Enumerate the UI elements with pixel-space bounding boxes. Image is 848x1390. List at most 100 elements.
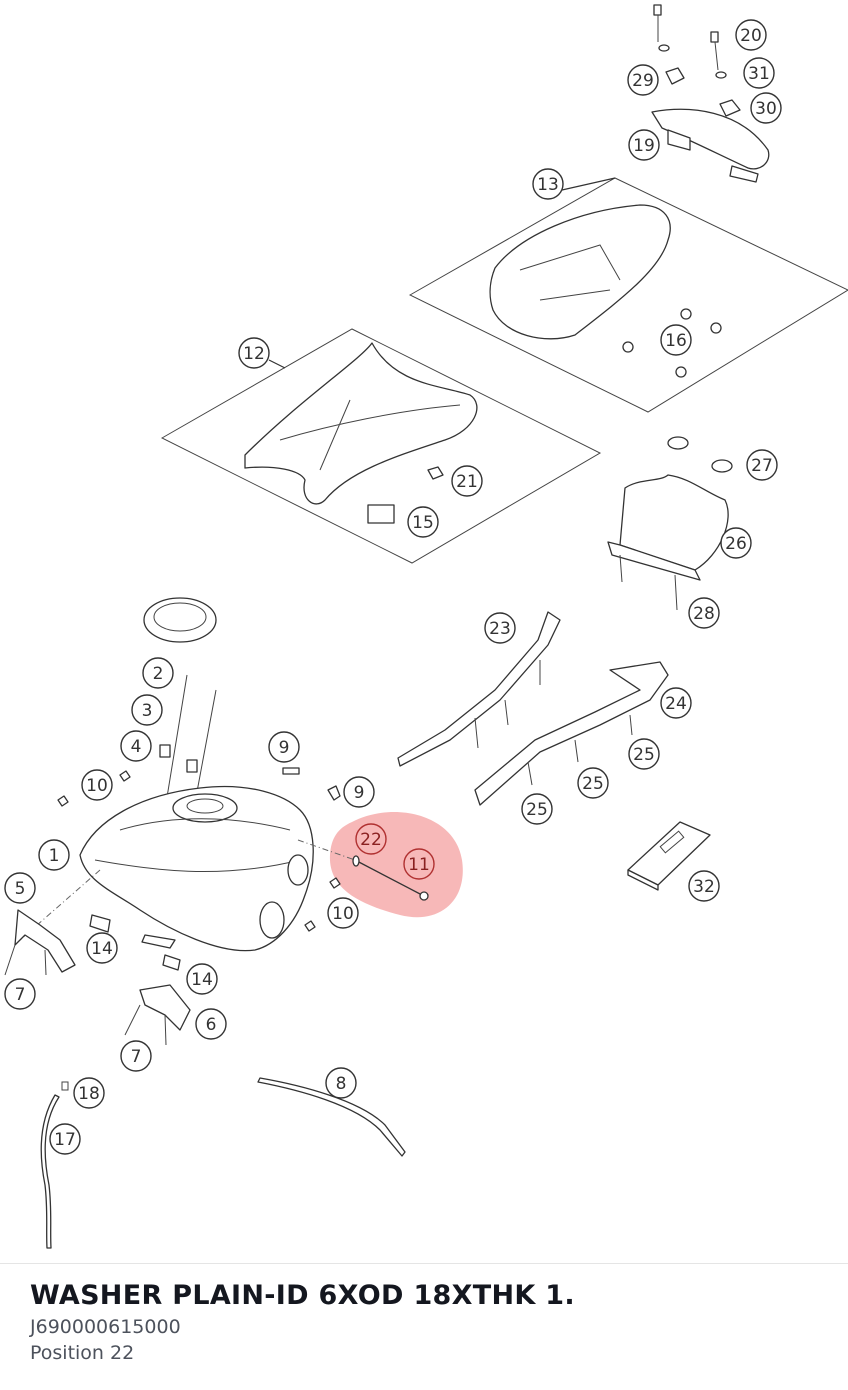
callout-circle (735, 19, 767, 51)
callout-label: 15 (412, 513, 434, 533)
callout-label: 10 (86, 776, 108, 796)
callout-20[interactable]: 20 (735, 19, 767, 51)
callout-circle (238, 337, 270, 369)
callout-23[interactable]: 23 (484, 612, 516, 644)
callout-label: 9 (354, 783, 365, 803)
callout-7[interactable]: 7 (120, 1040, 152, 1072)
callout-5[interactable]: 5 (4, 872, 36, 904)
callout-6[interactable]: 6 (195, 1008, 227, 1040)
callout-label: 26 (725, 534, 747, 554)
callout-label: 4 (131, 737, 142, 757)
callout-31[interactable]: 31 (743, 57, 775, 89)
callout-label: 2 (153, 664, 164, 684)
callout-label: 32 (693, 877, 715, 897)
callout-14[interactable]: 14 (186, 963, 218, 995)
callout-label: 10 (332, 904, 354, 924)
callout-circle (86, 932, 118, 964)
mounting-brackets (4, 869, 191, 1046)
callout-2[interactable]: 2 (142, 657, 174, 689)
callout-circle (743, 57, 775, 89)
callout-label: 11 (408, 855, 430, 875)
callout-7[interactable]: 7 (4, 978, 36, 1010)
callout-28[interactable]: 28 (688, 597, 720, 629)
callout-circle (4, 978, 36, 1010)
callout-26[interactable]: 26 (720, 527, 752, 559)
callout-circle (627, 64, 659, 96)
callout-circle (750, 92, 782, 124)
callout-label: 25 (526, 800, 548, 820)
callout-circle (628, 129, 660, 161)
callout-16[interactable]: 16 (660, 324, 692, 356)
callout-circle (4, 872, 36, 904)
callout-label: 22 (360, 830, 382, 850)
callout-label: 25 (633, 745, 655, 765)
part-info-panel: WASHER PLAIN-ID 6XOD 18XTHK 1. J69000061… (30, 1278, 830, 1366)
callout-24[interactable]: 24 (660, 687, 692, 719)
callout-22[interactable]: 22 (355, 823, 387, 855)
callout-10[interactable]: 10 (81, 769, 113, 801)
callout-label: 28 (693, 604, 715, 624)
callout-17[interactable]: 17 (49, 1123, 81, 1155)
callout-19[interactable]: 19 (628, 129, 660, 161)
callout-label: 17 (54, 1130, 76, 1150)
callout-circle (325, 1067, 357, 1099)
callout-label: 24 (665, 694, 687, 714)
rubber-strip (257, 1077, 406, 1157)
callout-30[interactable]: 30 (750, 92, 782, 124)
callout-3[interactable]: 3 (131, 694, 163, 726)
callout-10[interactable]: 10 (327, 897, 359, 929)
callout-4[interactable]: 4 (120, 730, 152, 762)
leader-lines (268, 177, 616, 369)
callout-25[interactable]: 25 (521, 793, 553, 825)
callout-21[interactable]: 21 (451, 465, 483, 497)
callout-label: 25 (582, 774, 604, 794)
callout-circle (407, 506, 439, 538)
callout-1[interactable]: 1 (38, 839, 70, 871)
tank-cover (607, 436, 733, 611)
info-divider (0, 1263, 848, 1264)
callout-9[interactable]: 9 (268, 731, 300, 763)
callout-circle (746, 449, 778, 481)
callout-circle (268, 731, 300, 763)
callout-label: 27 (751, 456, 773, 476)
callout-circle (688, 597, 720, 629)
callout-circle (484, 612, 516, 644)
callout-circle (186, 963, 218, 995)
callout-circle (688, 870, 720, 902)
callout-14[interactable]: 14 (86, 932, 118, 964)
callout-15[interactable]: 15 (407, 506, 439, 538)
callout-12[interactable]: 12 (238, 337, 270, 369)
callout-label: 30 (755, 99, 777, 119)
fuel-filler-cap (143, 597, 217, 841)
callout-18[interactable]: 18 (73, 1077, 105, 1109)
callout-13[interactable]: 13 (532, 168, 564, 200)
callout-circle (660, 687, 692, 719)
callout-25[interactable]: 25 (628, 738, 660, 770)
callout-9[interactable]: 9 (343, 776, 375, 808)
callout-label: 9 (279, 738, 290, 758)
callout-circle (577, 767, 609, 799)
pillion-seat (408, 177, 848, 413)
callout-circle (49, 1123, 81, 1155)
callout-label: 7 (15, 985, 26, 1005)
fuel-tank (79, 785, 314, 952)
callout-11[interactable]: 11 (403, 848, 435, 880)
callout-circle (343, 776, 375, 808)
callout-label: 16 (665, 331, 687, 351)
callout-circle (120, 730, 152, 762)
callout-27[interactable]: 27 (746, 449, 778, 481)
small-clips (57, 767, 341, 932)
grab-handle-assembly (651, 4, 770, 183)
callout-label: 14 (191, 970, 213, 990)
breather-hose (40, 1081, 69, 1249)
callout-32[interactable]: 32 (688, 870, 720, 902)
callout-label: 8 (336, 1074, 347, 1094)
callout-29[interactable]: 29 (627, 64, 659, 96)
callout-circle (131, 694, 163, 726)
callout-8[interactable]: 8 (325, 1067, 357, 1099)
callout-circle (532, 168, 564, 200)
callout-25[interactable]: 25 (577, 767, 609, 799)
callout-label: 5 (15, 879, 26, 899)
callout-circle (38, 839, 70, 871)
callout-circle (120, 1040, 152, 1072)
